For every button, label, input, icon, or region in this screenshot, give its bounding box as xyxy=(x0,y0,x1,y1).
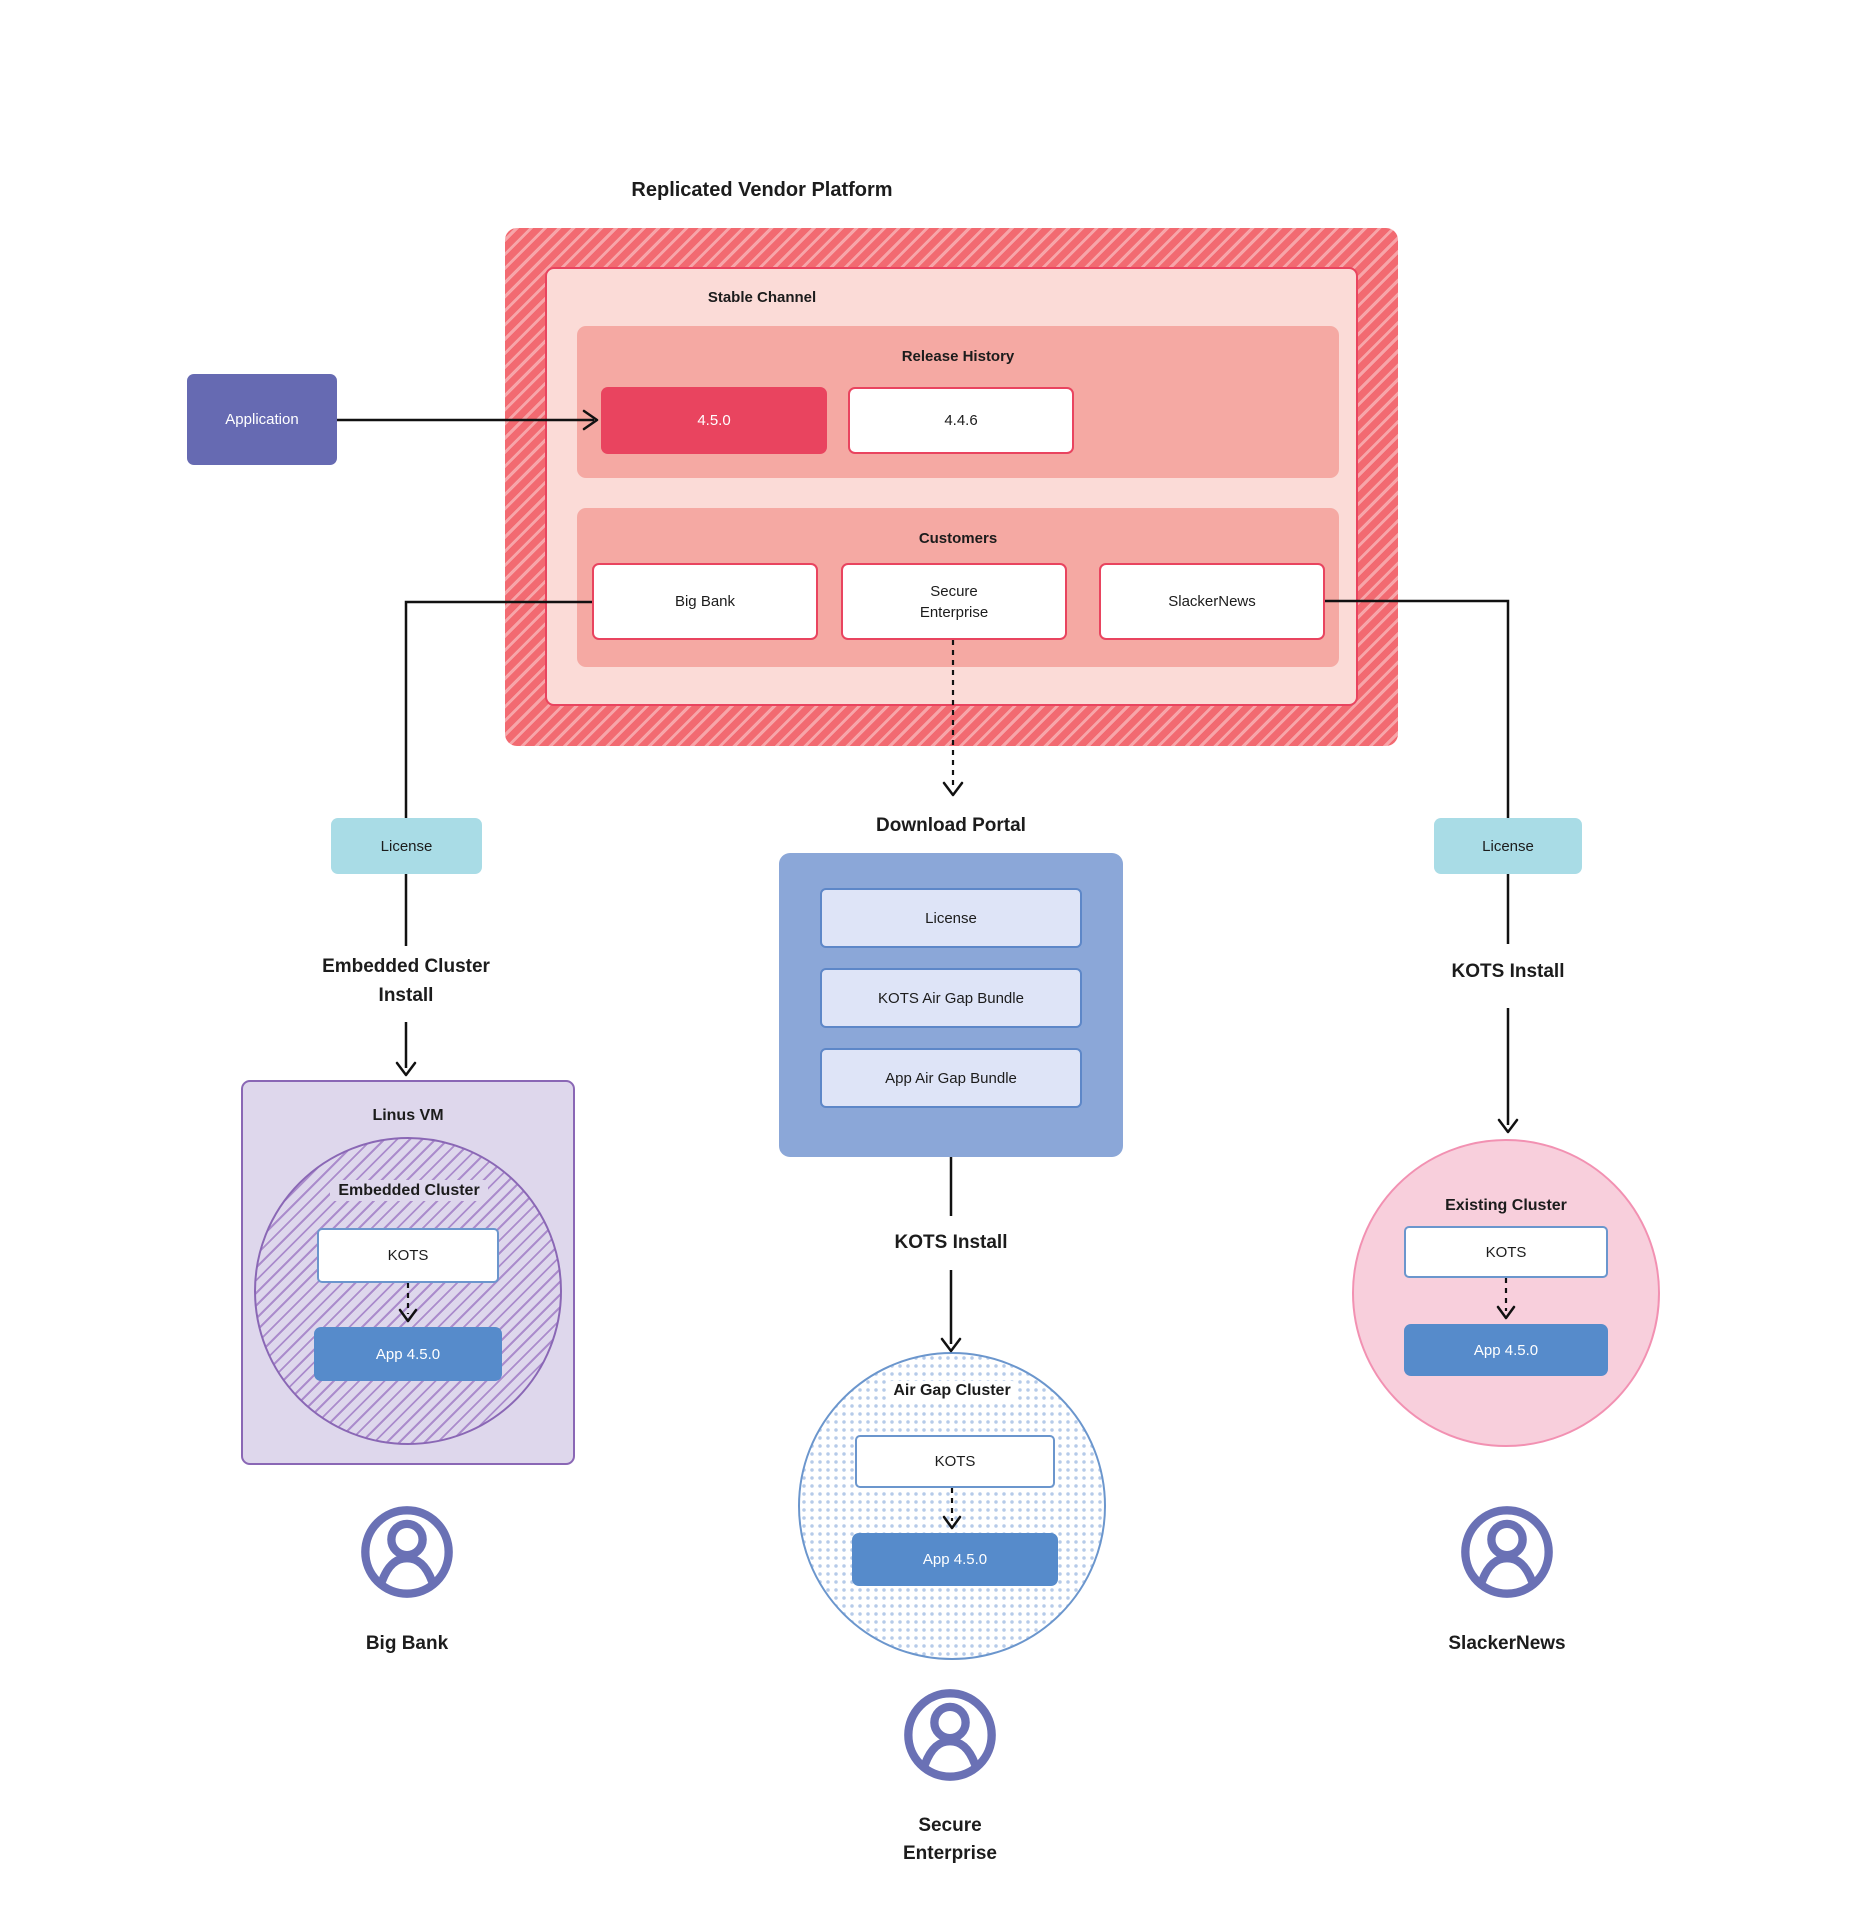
app-label: App 4.5.0 xyxy=(375,1345,441,1363)
embedded-cluster-label: Embedded Cluster xyxy=(309,1180,509,1201)
license-badge-right: License xyxy=(1434,818,1582,874)
app-box-left: App 4.5.0 xyxy=(314,1327,502,1381)
customers-label: Customers xyxy=(918,530,998,547)
kots-label: KOTS xyxy=(1485,1243,1527,1261)
arrowhead-down-icon xyxy=(395,1061,417,1077)
application-box: Application xyxy=(187,374,337,465)
portal-item-label: KOTS Air Gap Bundle xyxy=(878,989,1024,1007)
release-version-label: 4.4.6 xyxy=(944,412,978,429)
big-bank-user-label: Big Bank xyxy=(365,1633,449,1654)
license-label: License xyxy=(1482,837,1534,855)
license-badge-left: License xyxy=(331,818,482,874)
arrowhead-down-icon xyxy=(1497,1118,1519,1134)
arrowhead-down-icon xyxy=(942,781,964,797)
user-icon xyxy=(361,1506,453,1598)
app-label: App 4.5.0 xyxy=(922,1551,988,1568)
embedded-cluster-install-label: Embedded Cluster Install xyxy=(322,956,490,1006)
customer-box-secure-enterprise: Secure Enterprise xyxy=(841,563,1067,640)
kots-install-center-label: KOTS Install xyxy=(894,1232,1008,1253)
release-version-4-4-6: 4.4.6 xyxy=(848,387,1074,454)
customer-box-big-bank: Big Bank xyxy=(592,563,818,640)
kots-box-center: KOTS xyxy=(855,1435,1055,1488)
stable-channel-label: Stable Channel xyxy=(707,289,817,306)
existing-cluster-circle xyxy=(1352,1139,1660,1447)
kots-label: KOTS xyxy=(934,1453,976,1470)
portal-item-label: License xyxy=(925,909,977,927)
secure-enterprise-user-label: Secure Enterprise xyxy=(903,1815,997,1864)
release-history-label: Release History xyxy=(901,348,1015,365)
portal-item-kots-air-gap-bundle: KOTS Air Gap Bundle xyxy=(820,968,1082,1028)
air-gap-cluster-label: Air Gap Cluster xyxy=(852,1381,1052,1400)
license-label: License xyxy=(380,837,433,855)
arrowhead-down-icon xyxy=(940,1337,962,1353)
user-icon xyxy=(904,1689,996,1781)
portal-item-license: License xyxy=(820,888,1082,948)
kots-install-right-label: KOTS Install xyxy=(1451,961,1565,982)
portal-item-app-air-gap-bundle: App Air Gap Bundle xyxy=(820,1048,1082,1108)
release-version-label: 4.5.0 xyxy=(697,412,731,429)
app-box-right: App 4.5.0 xyxy=(1404,1324,1608,1376)
slackernews-user-label: SlackerNews xyxy=(1448,1633,1566,1654)
kots-label: KOTS xyxy=(387,1247,429,1264)
page-title: Replicated Vendor Platform xyxy=(631,179,893,201)
existing-cluster-label: Existing Cluster xyxy=(1445,1197,1567,1214)
app-box-center: App 4.5.0 xyxy=(852,1533,1058,1586)
customer-label: Secure Enterprise xyxy=(919,582,989,621)
linus-vm-label: Linus VM xyxy=(372,1107,444,1124)
download-portal-label: Download Portal xyxy=(876,815,1026,836)
kots-box-left: KOTS xyxy=(317,1228,499,1283)
portal-item-label: App Air Gap Bundle xyxy=(885,1069,1017,1087)
customer-label: SlackerNews xyxy=(1168,593,1256,610)
application-label: Application xyxy=(225,411,299,428)
app-label: App 4.5.0 xyxy=(1473,1341,1539,1359)
customer-label: Big Bank xyxy=(674,593,736,610)
user-icon xyxy=(1461,1506,1553,1598)
kots-box-right: KOTS xyxy=(1404,1226,1608,1278)
customer-box-slackernews: SlackerNews xyxy=(1099,563,1325,640)
release-version-4-5-0: 4.5.0 xyxy=(601,387,827,454)
